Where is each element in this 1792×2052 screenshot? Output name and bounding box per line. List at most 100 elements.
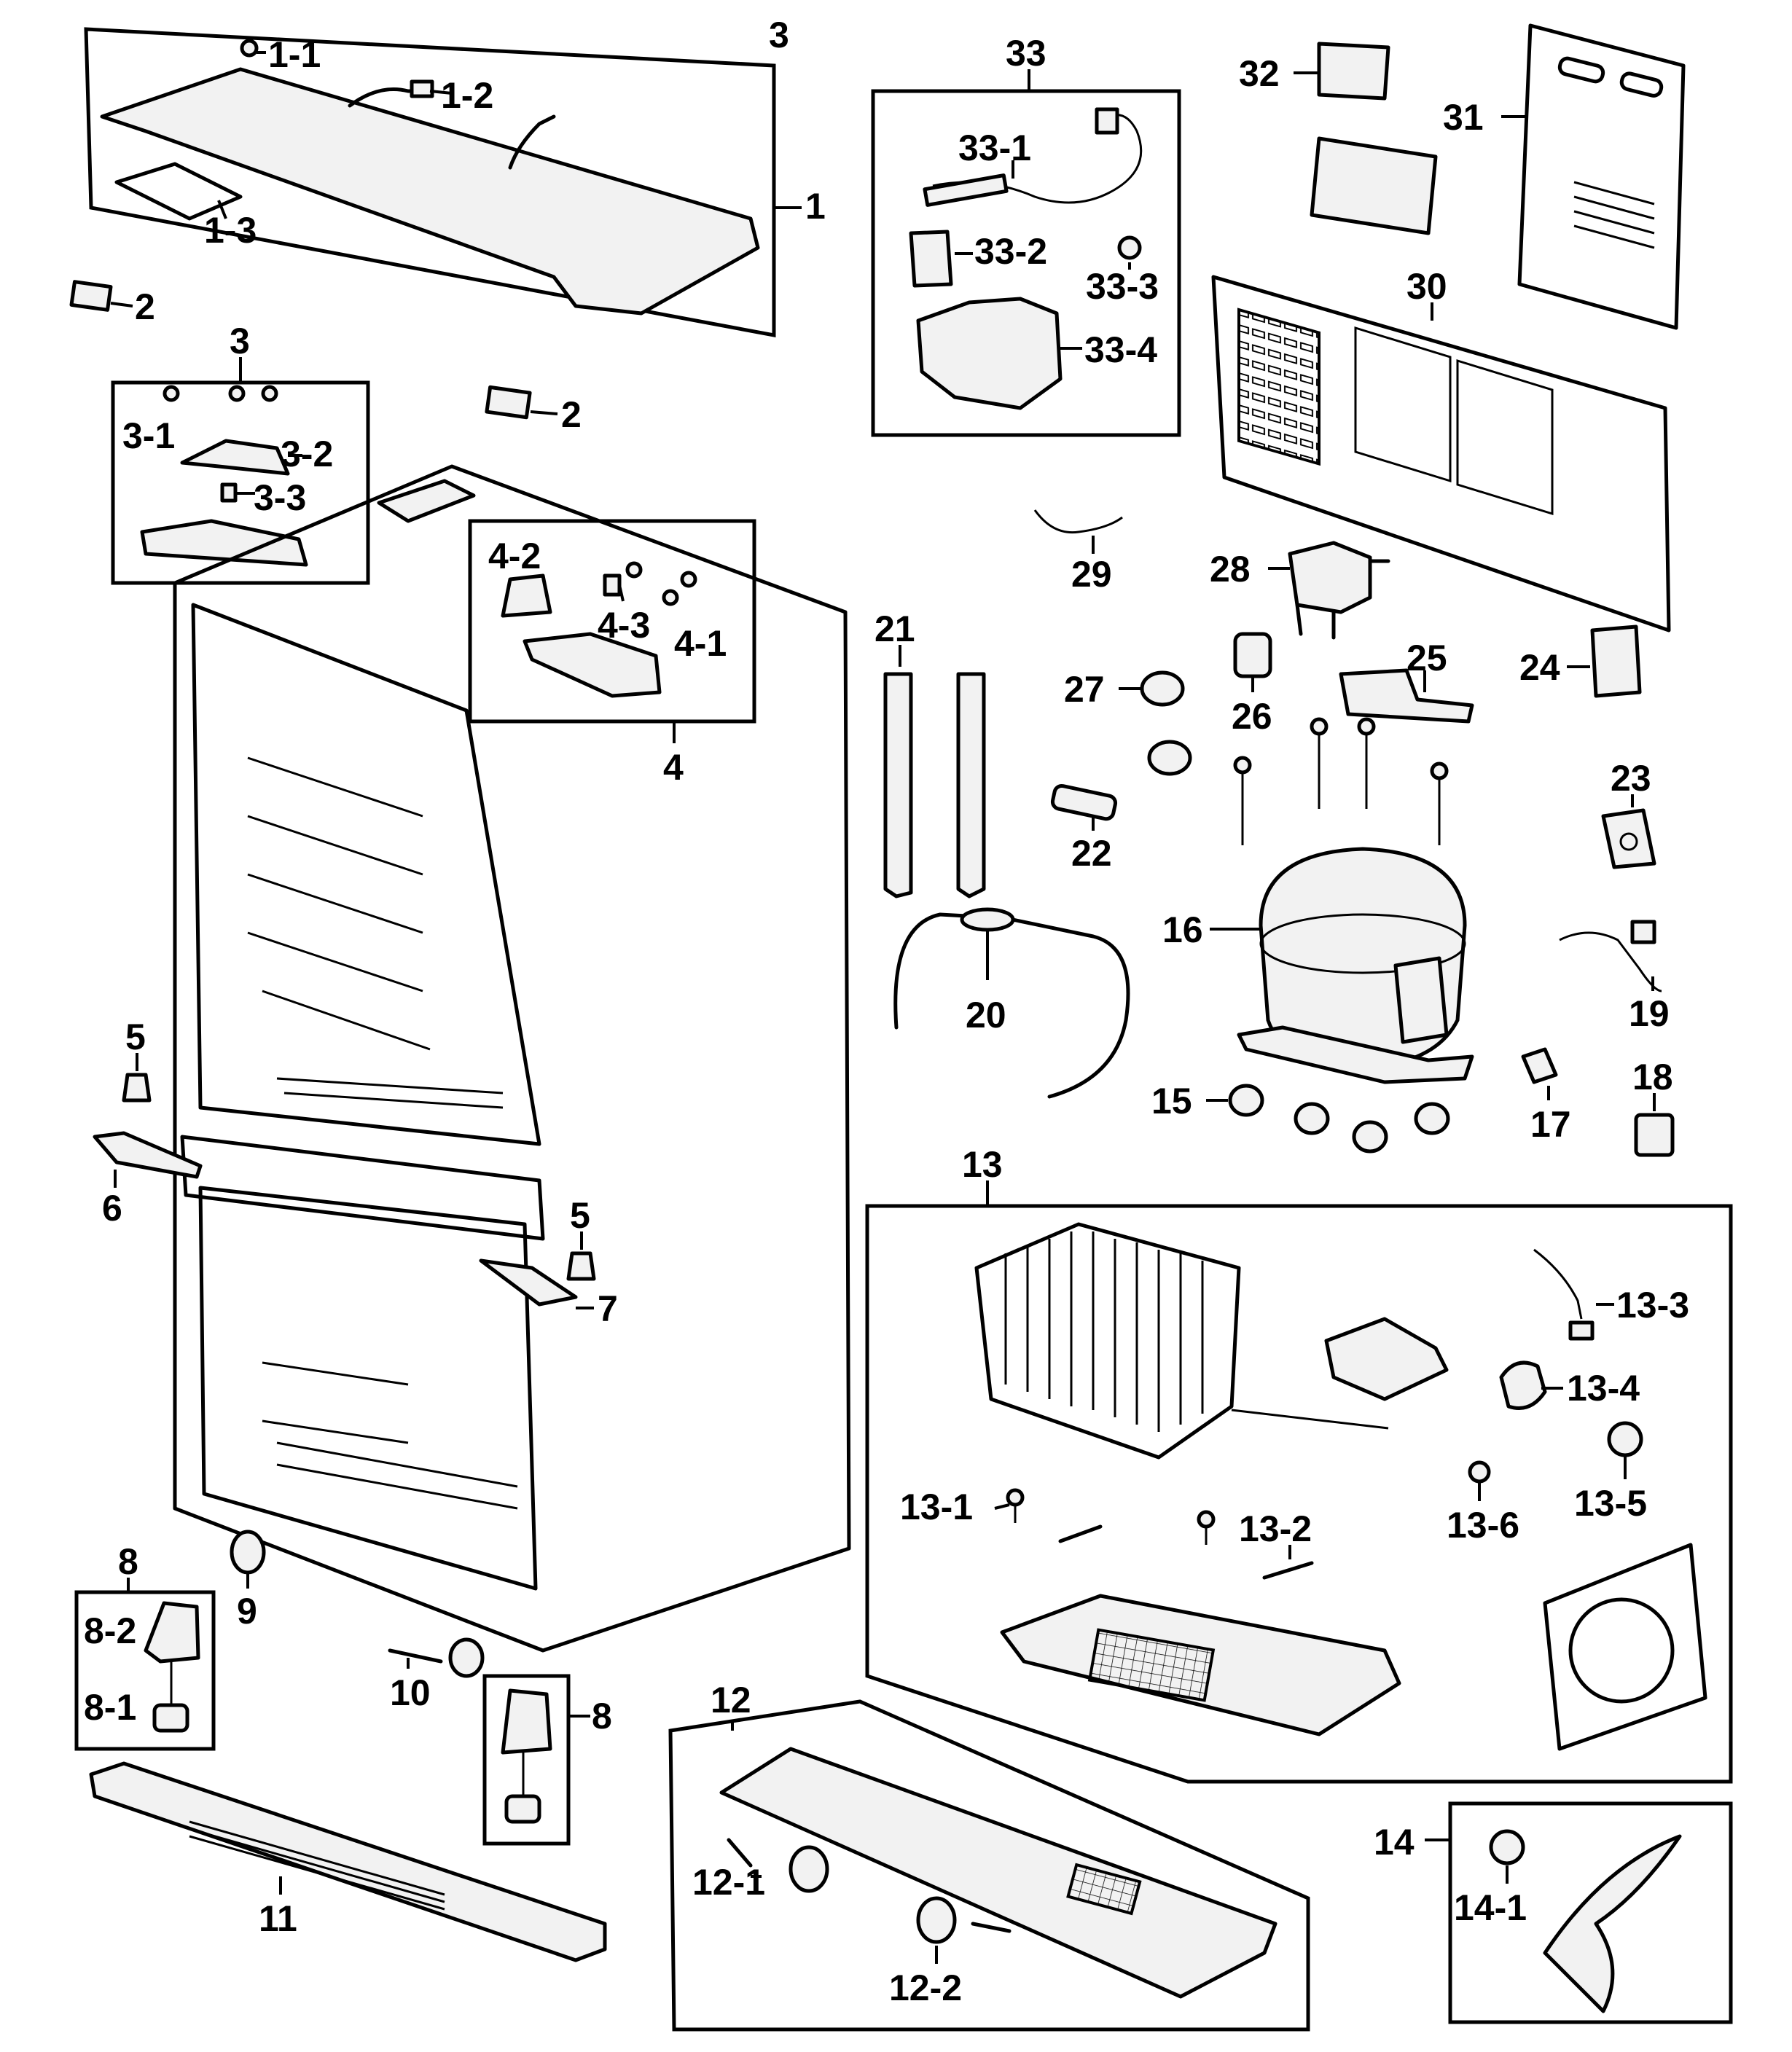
fan-shroud [1543, 1543, 1707, 1751]
callout-33-3: 33-3 [1086, 266, 1159, 307]
fan-spring-14-1 [1489, 1829, 1525, 1865]
bracket-23 [1601, 808, 1656, 869]
callout-13-2: 13-2 [1239, 1508, 1312, 1549]
callout-32: 32 [1239, 53, 1280, 94]
cabinet-inner-freezer [198, 1186, 538, 1591]
grommet-27a [1140, 670, 1185, 707]
callout-4: 4 [663, 747, 684, 788]
cap-5-left [122, 1073, 152, 1103]
wire-13-3 [1533, 1248, 1583, 1320]
cap-5-right [566, 1251, 596, 1281]
hinge-bracket-3 [140, 519, 308, 567]
callout-33-4: 33-4 [1084, 329, 1157, 370]
hinge-top-left-group [111, 357, 370, 585]
axle-10 [388, 1648, 443, 1664]
screw-13-2a [1197, 1510, 1216, 1529]
leg-bracket-8-2 [144, 1601, 200, 1664]
cabinet-bottom-tray [276, 1077, 518, 1510]
callout-13-3: 13-3 [1616, 1285, 1689, 1325]
top-cover-group [84, 27, 802, 338]
connector-19 [1630, 920, 1656, 944]
fan-motor-13-4 [1499, 1360, 1547, 1410]
clip-17 [1521, 1047, 1558, 1084]
pcb-32 [1317, 42, 1390, 101]
callout-27: 27 [1064, 669, 1105, 710]
callout-3-2: 3-2 [281, 434, 333, 474]
tube-21b [956, 672, 986, 898]
leg-8-left-callout-box [74, 1590, 216, 1751]
cabinet-divider [180, 1135, 545, 1241]
hinge-bracket-4 [523, 632, 662, 698]
grommet-15c [1352, 1120, 1388, 1154]
drier-20 [960, 907, 1015, 932]
callout-16: 16 [1162, 909, 1203, 950]
callout-7: 7 [598, 1288, 618, 1329]
callout-21: 21 [875, 608, 915, 649]
callout-31: 31 [1443, 97, 1484, 138]
fan-hub-13-5 [1607, 1421, 1643, 1457]
callout-13: 13 [962, 1144, 1003, 1185]
callout-1-2: 1-2 [441, 75, 493, 116]
top-cover-callout-box [84, 27, 776, 338]
callout-14-1: 14-1 [1454, 1887, 1527, 1928]
drain-tray-grid [1087, 1628, 1216, 1702]
bracket-25 [1339, 668, 1474, 724]
compressor-base [1237, 1025, 1474, 1084]
cover-33-4 [916, 297, 1063, 410]
callout-30: 30 [1406, 266, 1447, 307]
grommet-15d [1414, 1102, 1450, 1135]
roller-12-1 [789, 1845, 829, 1893]
back-panel-cutouts [1354, 326, 1554, 516]
callout-15: 15 [1151, 1081, 1192, 1121]
hinge-pin-3-3 [220, 482, 238, 503]
callout-1-1: 1-1 [268, 34, 321, 75]
callout-12-1: 12-1 [692, 1862, 765, 1903]
hinge-middle-6 [93, 1131, 203, 1179]
cabinet-top-grill [377, 479, 476, 523]
axle-12-1 [727, 1838, 753, 1868]
wire-harness-1-2 [348, 87, 425, 108]
callout-5-left: 5 [125, 1017, 146, 1057]
fan-blade-14-callout-box [1448, 1801, 1733, 2024]
callout-9: 9 [237, 1591, 257, 1632]
callout-1: 1 [805, 186, 826, 227]
cabinet-shelf-lines [247, 756, 431, 1444]
grommet-27b [1147, 740, 1192, 776]
callout-12: 12 [711, 1680, 751, 1720]
hinge-top-right-group [468, 519, 756, 743]
water-valve-28 [1288, 541, 1372, 614]
callout-4-1: 4-1 [674, 623, 727, 664]
callout-3-3: 3-3 [254, 477, 306, 518]
leg-foot-8-1 [152, 1703, 189, 1733]
drier-tube-20 [893, 912, 1130, 1099]
callout-25: 25 [1406, 638, 1447, 678]
roller-9 [230, 1530, 266, 1575]
grommet-15a [1228, 1084, 1264, 1117]
bottom-plate-12 [719, 1747, 1278, 1999]
pcb-32-main [1310, 136, 1438, 235]
cover-panel-31 [1517, 23, 1686, 330]
hinge-middle-7 [479, 1258, 578, 1307]
callout-13-4: 13-4 [1567, 1368, 1640, 1409]
connector-1-2 [410, 79, 434, 98]
leg-bracket-8-right [501, 1688, 552, 1755]
power-33-callout-box [871, 89, 1181, 437]
screw-13-1 [1006, 1488, 1025, 1507]
callout-4-3: 4-3 [598, 605, 650, 646]
cable-29 [1033, 509, 1123, 534]
tube-21a [883, 672, 913, 898]
callout-14: 14 [1374, 1822, 1415, 1863]
wire-harness-extra [508, 114, 556, 170]
callout-18: 18 [1632, 1057, 1673, 1097]
roller-12-2 [916, 1896, 957, 1944]
hinge-pin-4-3 [603, 573, 622, 597]
hinge-plate-3-2 [180, 439, 290, 476]
leg-foot-8-right [504, 1794, 541, 1824]
cabinet-inner-fresh-food [191, 603, 541, 1146]
pcb-33-2 [909, 230, 953, 288]
leg-8-right-callout-box [482, 1674, 571, 1846]
base-grille-11 [89, 1761, 607, 1962]
base-grille-slots [189, 1820, 445, 1911]
refrigerator-cabinet [173, 464, 851, 1653]
spacer-2-right [485, 385, 532, 420]
